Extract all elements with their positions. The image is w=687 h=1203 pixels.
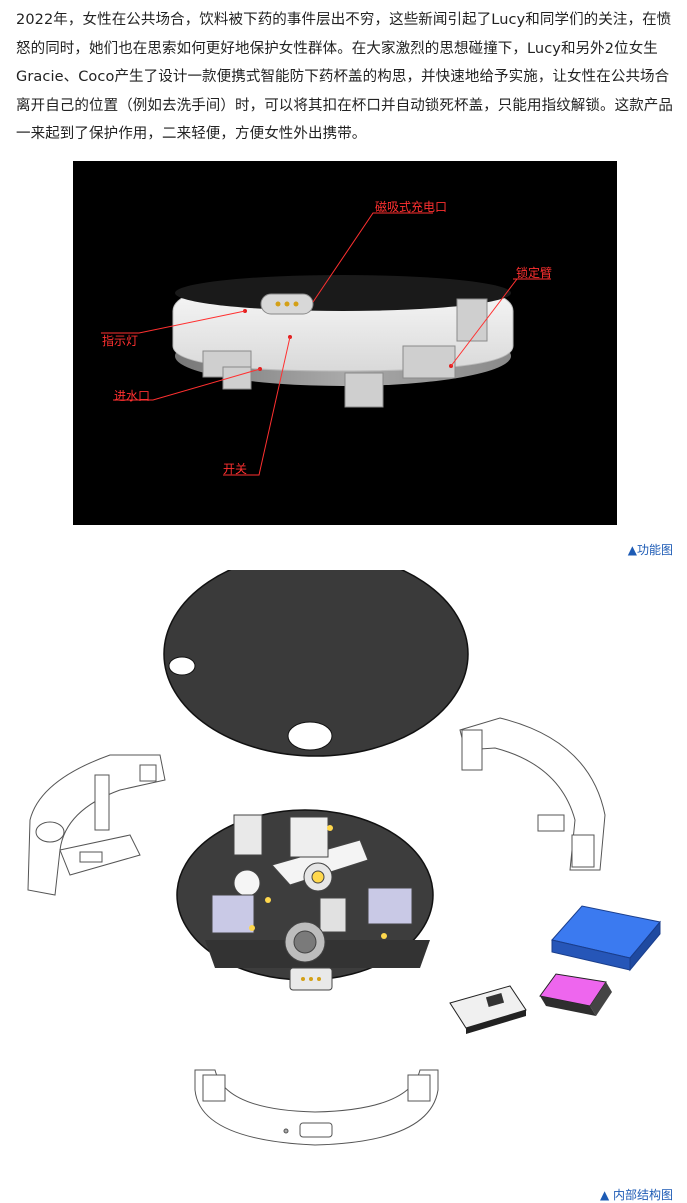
lock-ring [271,839,369,886]
function-diagram: 磁吸式充电口 锁定臂 指示灯 进水口 开关 [73,161,617,525]
label-charging-port: 磁吸式充电口 [375,200,448,214]
lock-arm [202,298,488,408]
charging-pin [275,301,281,307]
leader-lines [101,212,551,476]
component-block [233,814,263,856]
charging-pin [284,301,290,307]
exploded-view [27,551,661,1146]
article-paragraph: 2022年，女性在公共场合，饮料被下药的事件层出不穷，这些新闻引起了Lucy和同… [16,12,673,142]
left-shell-piece [27,754,166,896]
label-lock-arm: 锁定臂 [516,266,553,280]
gear-motor [319,897,347,933]
battery [551,905,661,972]
board-components [211,814,413,991]
internal-structure-diagram [0,551,687,1185]
function-diagram-caption: ▲功能图 [627,543,673,557]
servo-left [211,894,255,934]
bottom-shell-piece [194,1069,439,1146]
internal-structure-caption: ▲ 内部结构图 [599,1188,673,1202]
motor-mount [289,816,329,858]
lid-top-opening [175,275,511,311]
gear-icon [233,869,261,897]
right-shell-piece [459,717,606,871]
fingerprint-module [449,985,527,1034]
cup-lid-render [101,212,551,476]
servo-right [367,887,413,925]
label-indicator: 指示灯 [102,334,139,348]
label-water-inlet: 进水口 [114,389,151,403]
top-cover-disc [163,551,469,757]
fingerprint-sensor [539,973,612,1016]
label-switch: 开关 [223,462,248,476]
charging-pin [293,301,299,307]
